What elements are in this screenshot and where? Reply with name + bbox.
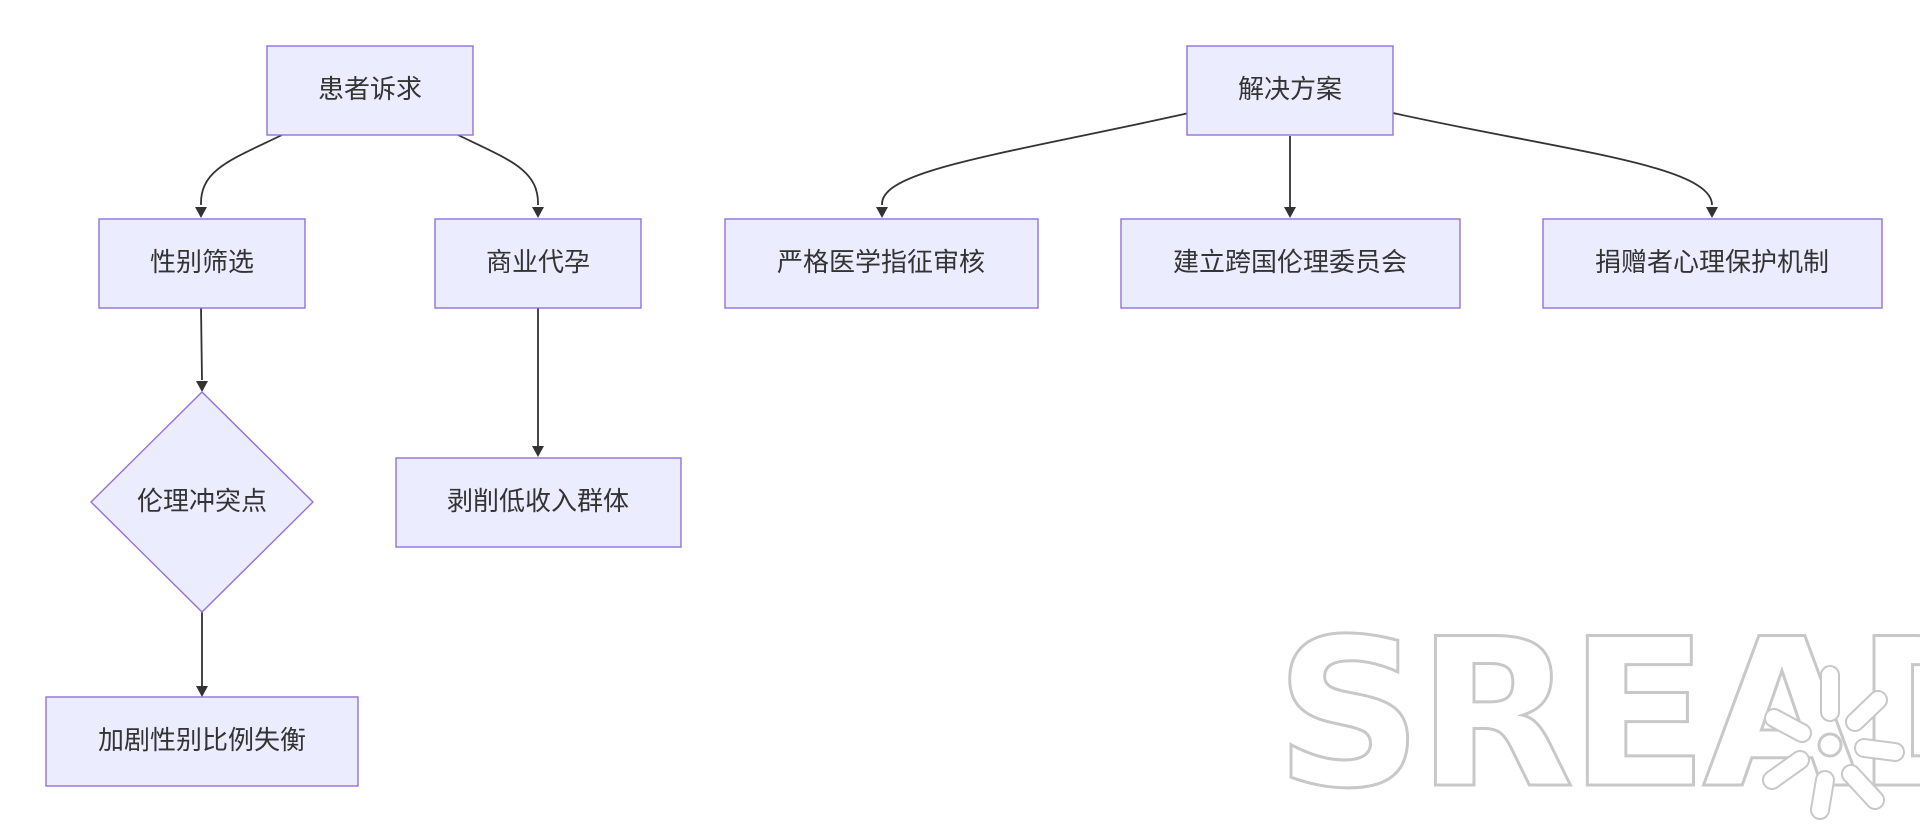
arrowhead-exploit-low-income — [532, 446, 544, 457]
node-label-ethics-committee: 建立跨国伦理委员会 — [1173, 248, 1407, 278]
node-label-strict-review: 严格医学指征审核 — [777, 248, 985, 278]
node-label-sex-selection: 性别筛选 — [150, 248, 254, 278]
arrowhead-commercial-surrogacy — [532, 207, 544, 218]
edge-solution-to-donor-protection — [1392, 112, 1713, 206]
arrowhead-sex-selection — [195, 207, 207, 218]
node-label-patient-demand: 患者诉求 — [318, 75, 422, 105]
sun-icon — [1762, 665, 1905, 820]
watermark-logo-text: SREAD — [1275, 596, 1920, 830]
arrowhead-ethics-conflict — [196, 381, 208, 392]
edge-solution-to-strict-review — [881, 112, 1190, 206]
arrowhead-sex-ratio-imbalance — [196, 686, 208, 697]
node-exploit-low-income: 剥削低收入群体 — [395, 457, 682, 548]
edge-patient-demand-to-commercial-surrogacy — [457, 134, 539, 206]
node-commercial-surrogacy: 商业代孕 — [434, 218, 642, 309]
node-label-solution: 解决方案 — [1238, 75, 1342, 105]
edges — [195, 112, 1718, 697]
node-sex-ratio-imbalance: 加剧性别比例失衡 — [45, 696, 359, 787]
node-label-donor-protection: 捐赠者心理保护机制 — [1595, 248, 1829, 278]
arrowhead-ethics-committee — [1284, 207, 1296, 218]
node-donor-protection: 捐赠者心理保护机制 — [1542, 218, 1883, 309]
node-label-ethics-conflict: 伦理冲突点 — [137, 487, 267, 517]
edge-sex-selection-to-ethics-conflict — [200, 306, 203, 381]
arrowhead-strict-review — [876, 207, 888, 218]
edge-patient-demand-to-sex-selection — [200, 134, 283, 206]
node-patient-demand: 患者诉求 — [266, 45, 474, 136]
node-label-commercial-surrogacy: 商业代孕 — [486, 248, 590, 278]
node-label-sex-ratio-imbalance: 加剧性别比例失衡 — [98, 726, 306, 756]
node-strict-review: 严格医学指征审核 — [724, 218, 1039, 309]
node-sex-selection: 性别筛选 — [98, 218, 306, 309]
arrowhead-donor-protection — [1706, 207, 1718, 218]
watermark: SREAD — [1274, 595, 1920, 830]
node-ethics-committee: 建立跨国伦理委员会 — [1120, 218, 1461, 309]
node-label-exploit-low-income: 剥削低收入群体 — [447, 487, 629, 517]
node-solution: 解决方案 — [1186, 45, 1394, 136]
node-ethics-conflict: 伦理冲突点 — [90, 391, 314, 613]
